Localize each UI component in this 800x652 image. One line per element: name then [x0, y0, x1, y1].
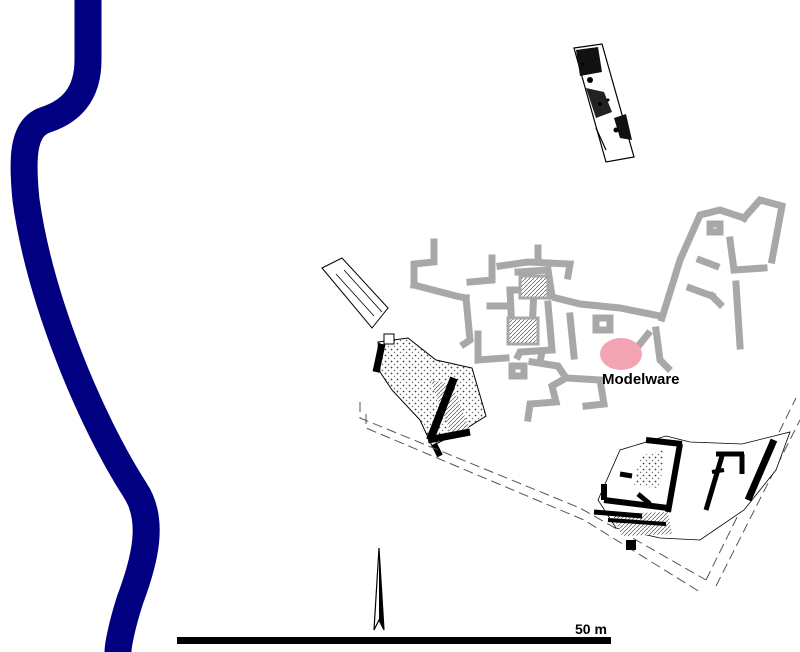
north-trench — [573, 43, 635, 163]
outlined-pavilion — [321, 257, 389, 329]
east-excavation — [593, 431, 791, 550]
scale-label: 50 m — [575, 621, 607, 637]
west-excavation — [372, 333, 487, 458]
scale-bar — [177, 637, 611, 644]
river — [10, 0, 160, 652]
find-spot-highlight — [600, 338, 642, 370]
enclosure-road — [359, 397, 800, 593]
north-arrow-icon — [373, 547, 385, 631]
grey-foundations — [409, 196, 787, 422]
site-label: Modelware — [602, 371, 680, 388]
